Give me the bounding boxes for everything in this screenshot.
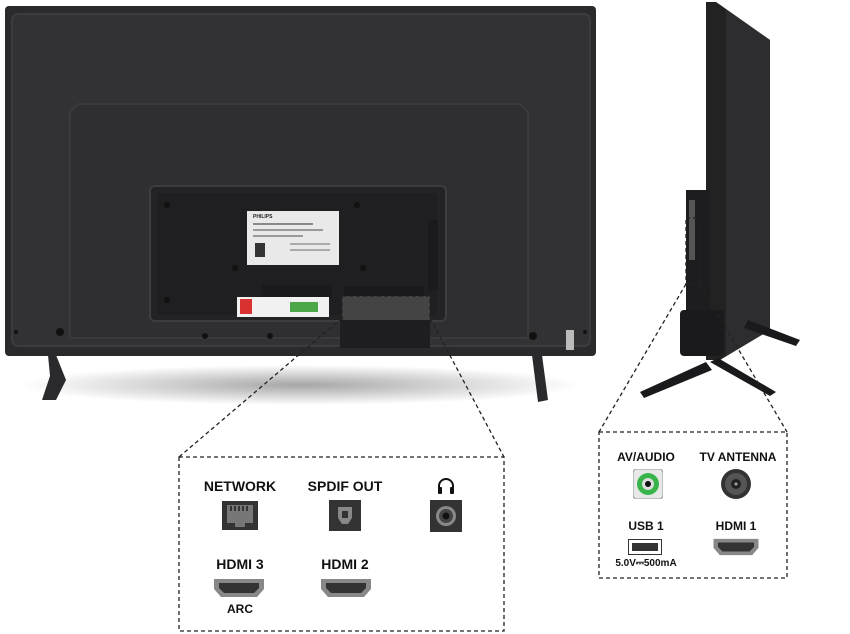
hdmi2-port-icon (320, 578, 372, 598)
headphone-icon (436, 476, 456, 496)
optical-port-icon (329, 500, 361, 531)
network-label: NETWORK (203, 478, 277, 494)
spdif-out-label: SPDIF OUT (307, 478, 383, 494)
hdmi3-arc-label: ARC (227, 602, 253, 616)
antenna-port-icon (720, 468, 752, 500)
svg-text:PHILIPS: PHILIPS (253, 214, 273, 220)
usb-port-icon (628, 539, 662, 555)
hdmi3-label: HDMI 3 (216, 556, 264, 572)
av-audio-label: AV/AUDIO (617, 450, 675, 464)
headphone-jack-icon (430, 500, 462, 532)
tv-side-view (620, 0, 850, 420)
tv-antenna-label: TV ANTENNA (699, 450, 777, 464)
ethernet-port-icon (222, 501, 258, 530)
hdmi1-label: HDMI 1 (715, 519, 757, 533)
av-jack-icon (633, 469, 663, 499)
usb1-spec-label: 5.0V⎓500mA (615, 558, 677, 569)
hdmi1-port-icon (712, 538, 760, 556)
hdmi2-label: HDMI 2 (321, 556, 369, 572)
usb1-label: USB 1 (628, 519, 664, 533)
hdmi3-port-icon (213, 578, 265, 598)
tv-rear-view: PHILIPS (0, 0, 600, 410)
